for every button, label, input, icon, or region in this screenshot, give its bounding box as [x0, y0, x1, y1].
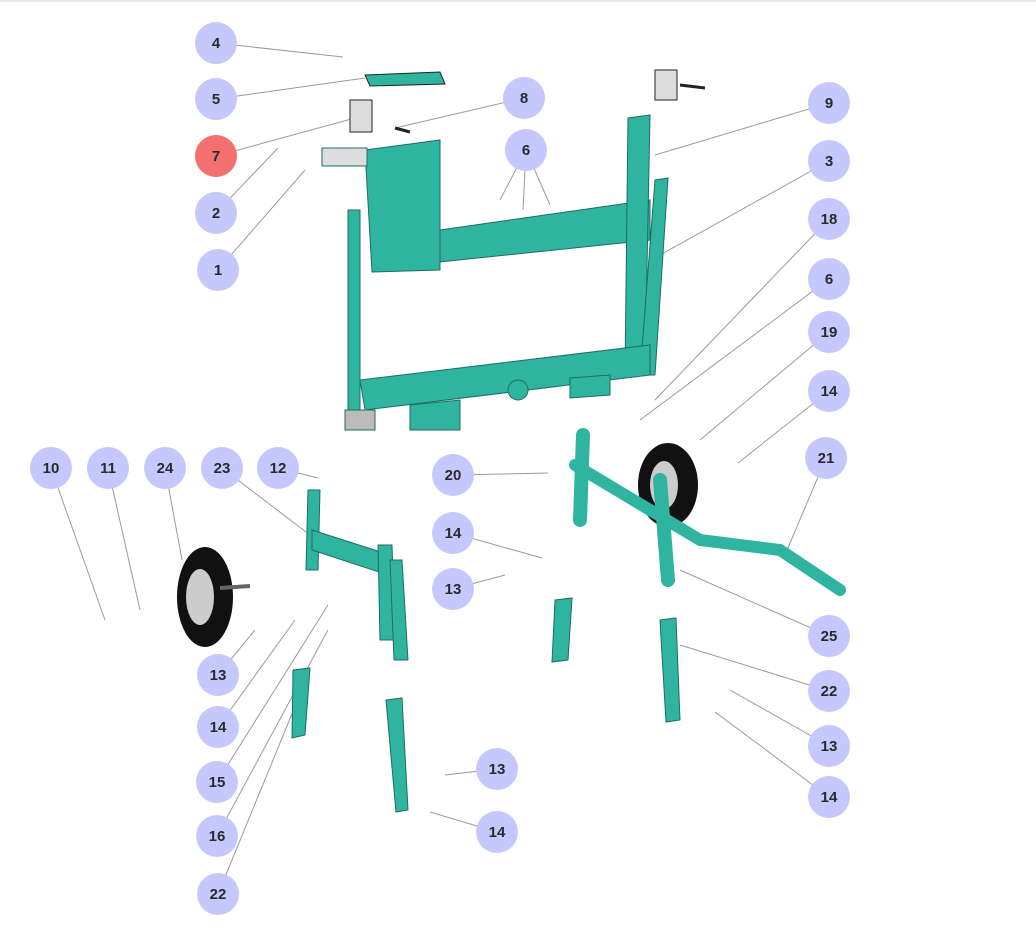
main-frame: [321, 114, 669, 431]
leader-line: [659, 160, 830, 256]
leader-line: [215, 42, 344, 58]
wheel-left: [177, 547, 251, 647]
leader-line: [394, 97, 525, 129]
callout-part-6[interactable]: 6: [505, 129, 547, 171]
callout-part-15[interactable]: 15: [196, 761, 238, 803]
leader-line: [50, 467, 106, 621]
callout-part-14[interactable]: 14: [197, 706, 239, 748]
leader-lines: [50, 42, 830, 895]
callout-part-18[interactable]: 18: [808, 198, 850, 240]
callout-part-14[interactable]: 14: [808, 370, 850, 412]
callout-part-20[interactable]: 20: [432, 454, 474, 496]
leader-line: [654, 218, 830, 401]
callout-part-12[interactable]: 12: [257, 447, 299, 489]
callout-part-1[interactable]: 1: [197, 249, 239, 291]
callout-part-19[interactable]: 19: [808, 311, 850, 353]
callout-part-13[interactable]: 13: [197, 654, 239, 696]
leader-line: [217, 169, 306, 271]
leader-line: [679, 644, 830, 692]
callout-part-8[interactable]: 8: [503, 77, 545, 119]
callout-part-14[interactable]: 14: [432, 512, 474, 554]
leader-line: [216, 629, 329, 837]
left-axle-assembly: [291, 489, 681, 813]
leader-line: [216, 604, 329, 783]
callout-part-13[interactable]: 13: [432, 568, 474, 610]
callout-part-22[interactable]: 22: [808, 670, 850, 712]
callout-part-6[interactable]: 6: [808, 258, 850, 300]
callout-part-23[interactable]: 23: [201, 447, 243, 489]
leader-line: [654, 102, 830, 156]
leader-line: [217, 619, 296, 728]
top-border: [0, 0, 1036, 2]
tow-bar: [569, 428, 846, 596]
callout-part-14[interactable]: 14: [476, 811, 518, 853]
leader-line: [215, 117, 356, 157]
callout-part-3[interactable]: 3: [808, 140, 850, 182]
top-brackets: [349, 69, 706, 134]
callout-part-7[interactable]: 7: [195, 135, 237, 177]
callout-part-5[interactable]: 5: [195, 78, 237, 120]
leader-line: [107, 467, 141, 611]
callout-part-21[interactable]: 21: [805, 437, 847, 479]
callout-part-14[interactable]: 14: [808, 776, 850, 818]
callout-part-16[interactable]: 16: [196, 815, 238, 857]
callout-part-22[interactable]: 22: [197, 873, 239, 915]
leader-line: [699, 331, 830, 441]
callout-part-24[interactable]: 24: [144, 447, 186, 489]
callout-part-11[interactable]: 11: [87, 447, 129, 489]
leader-line: [215, 77, 366, 100]
leader-line: [714, 711, 830, 798]
callout-part-25[interactable]: 25: [808, 615, 850, 657]
callout-part-9[interactable]: 9: [808, 82, 850, 124]
callout-part-2[interactable]: 2: [195, 192, 237, 234]
callout-part-13[interactable]: 13: [476, 748, 518, 790]
callout-part-4[interactable]: 4: [195, 22, 237, 64]
leader-line: [679, 569, 830, 637]
leader-line: [639, 278, 830, 421]
callout-part-13[interactable]: 13: [808, 725, 850, 767]
callout-part-10[interactable]: 10: [30, 447, 72, 489]
